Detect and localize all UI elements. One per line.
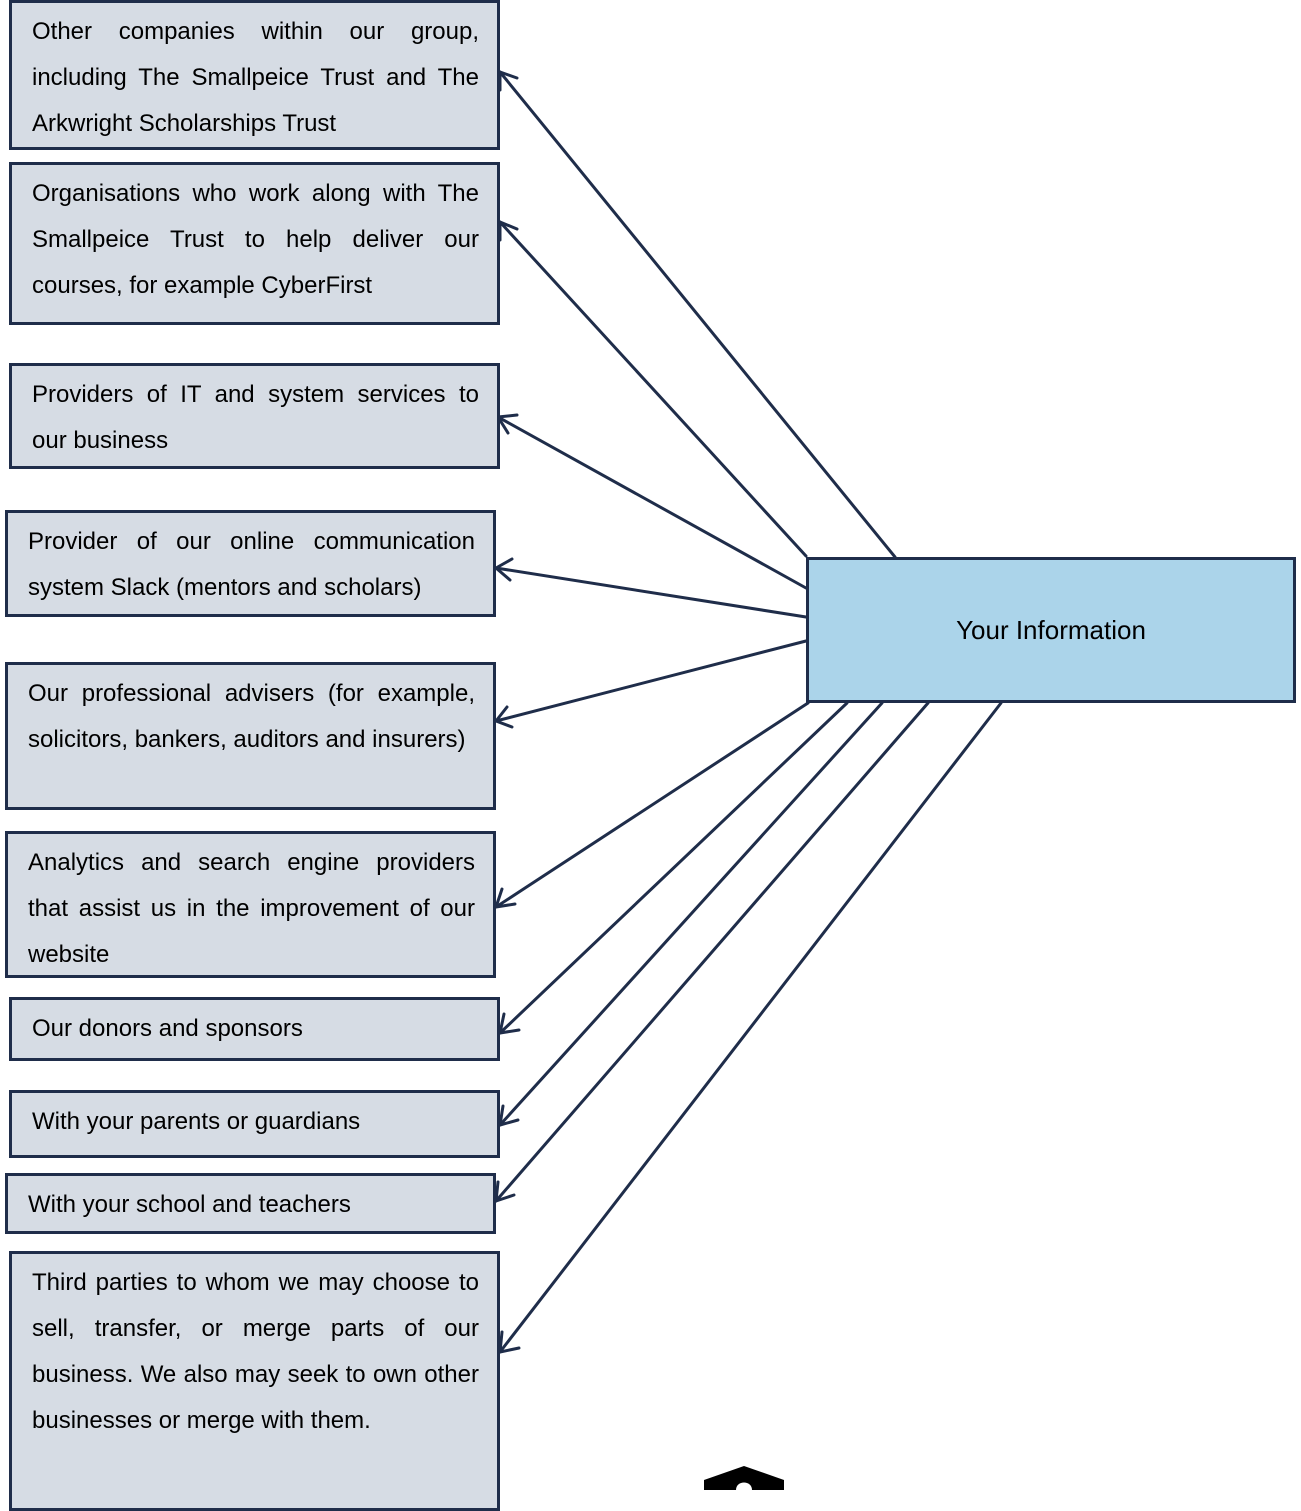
arrow-line-10 — [498, 701, 1003, 1354]
recipient-text: Our donors and sponsors — [32, 1015, 303, 1042]
arrow-line-9 — [494, 701, 930, 1203]
recipient-text: Analytics and search engine providers th… — [28, 849, 475, 968]
recipient-box-parents-guardians: With your parents or guardians — [9, 1090, 500, 1158]
arrowhead-10 — [498, 1330, 521, 1354]
arrowhead-2 — [498, 220, 519, 242]
arrowhead-3 — [496, 413, 519, 435]
recipient-box-slack-provider: Provider of our online communication sys… — [5, 510, 496, 617]
recipient-text: With your parents or guardians — [32, 1108, 361, 1135]
arrowhead-4 — [494, 557, 514, 582]
recipient-box-group-companies: Other companies within our group, includ… — [9, 0, 500, 150]
center-label: Your Information — [956, 614, 1146, 645]
arrowhead-8 — [498, 1104, 520, 1127]
recipient-box-it-providers: Providers of IT and system services to o… — [9, 363, 500, 469]
recipient-text: Providers of IT and system services to o… — [32, 381, 479, 454]
arrowhead-5 — [494, 705, 514, 729]
recipient-box-third-parties: Third parties to whom we may choose to s… — [9, 1251, 500, 1511]
recipient-box-professional-advisers: Our professional advisers (for example, … — [5, 662, 496, 810]
shield-logo-icon — [704, 1466, 784, 1490]
recipient-text: With your school and teachers — [28, 1191, 351, 1218]
arrowhead-1 — [498, 70, 519, 92]
arrowhead-6 — [494, 887, 517, 909]
recipient-box-donors-sponsors: Our donors and sponsors — [9, 997, 500, 1061]
arrow-line-2 — [498, 220, 808, 558]
recipient-text: Organisations who work along with The Sm… — [32, 180, 479, 299]
arrow-line-7 — [498, 701, 849, 1035]
recipient-text: Third parties to whom we may choose to s… — [32, 1269, 479, 1434]
recipient-text: Our professional advisers (for example, … — [28, 680, 475, 753]
recipient-text: Provider of our online communication sys… — [28, 528, 475, 601]
arrow-line-1 — [498, 70, 897, 559]
arrowhead-9 — [494, 1180, 516, 1203]
arrow-line-4 — [494, 566, 808, 619]
recipient-text: Other companies within our group, includ… — [32, 18, 479, 137]
your-information-box: Your Information — [806, 557, 1296, 703]
arrow-line-3 — [496, 415, 808, 590]
recipient-box-school-teachers: With your school and teachers — [5, 1173, 496, 1234]
arrow-line-5 — [494, 639, 808, 723]
arrowhead-7 — [498, 1012, 521, 1035]
recipient-box-partner-organisations: Organisations who work along with The Sm… — [9, 162, 500, 325]
arrow-line-8 — [498, 701, 884, 1127]
recipient-box-analytics-providers: Analytics and search engine providers th… — [5, 831, 496, 978]
arrow-line-6 — [494, 701, 810, 909]
